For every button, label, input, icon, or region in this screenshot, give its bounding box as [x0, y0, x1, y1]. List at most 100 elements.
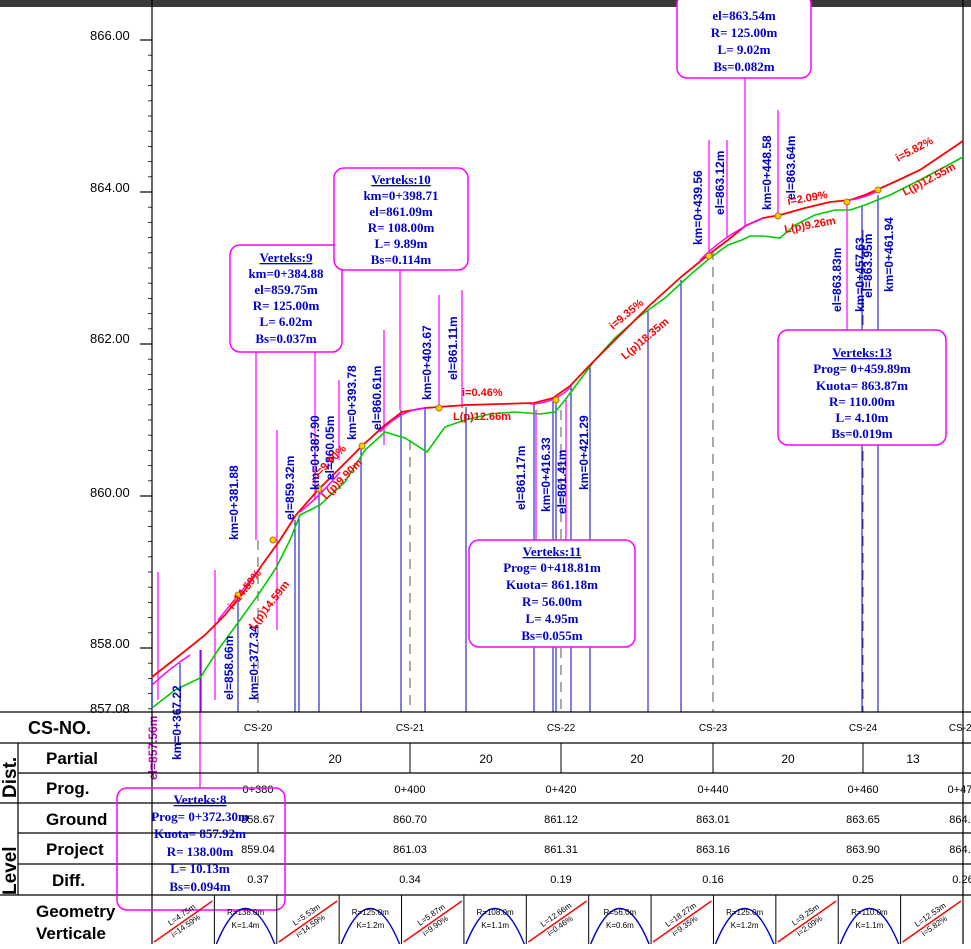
curve-k-label: K=1.1m	[481, 921, 509, 930]
station-label: km=0+448.58	[760, 135, 774, 210]
vertex-box-title: Verteks:11	[523, 544, 582, 559]
vertex-point	[269, 536, 277, 544]
curve-radius-label: R=110.0m	[851, 908, 888, 917]
station-label: km=0+377.34	[247, 625, 261, 700]
vertex-box-line: R= 125.00m	[711, 25, 778, 40]
curve-k-label: K=0.6m	[606, 921, 634, 930]
vertex-point	[705, 252, 713, 260]
vertex-point	[843, 198, 851, 206]
station-label: el=861.11m	[446, 316, 460, 380]
leader-lines	[157, 78, 848, 788]
vertex-box-line: L= 10.13m	[170, 861, 230, 876]
vertex-box-frame	[116, 787, 286, 911]
vertex-box-title: Verteks:8	[174, 792, 227, 807]
station-label: km=0+387.90	[308, 415, 322, 490]
ground-line	[151, 156, 964, 709]
partial-ticks	[257, 743, 864, 773]
diff-cell: 0.25	[852, 874, 873, 886]
prog-cell: 0+380	[243, 784, 274, 796]
grade-segment	[403, 900, 463, 943]
vertex-box-13: Verteks:13 Prog= 0+459.89m Kuota= 863.87…	[777, 329, 947, 446]
prog-cell: 0+460	[848, 784, 879, 796]
diff-cell: 0.34	[399, 874, 420, 886]
station-label: km=0+381.88	[227, 465, 241, 540]
vertex-point	[552, 396, 560, 404]
station-label: el=863.83m	[830, 248, 844, 312]
vertex-point	[234, 591, 242, 599]
vertex-box-line: Prog= 0+459.89m	[813, 361, 911, 376]
vertical-curve-arc	[714, 907, 775, 945]
vertex-box-9: Verteks:9 km=0+384.88 el=859.75m R= 125.…	[229, 244, 343, 353]
vertex-box-line: Kuota= 857.92m	[154, 826, 246, 841]
vertex-point	[774, 212, 782, 220]
vertex-box-line: L= 9.89m	[375, 236, 428, 251]
grade-label: L(p)12.55m	[901, 161, 958, 199]
station-label: el=863.12m	[713, 151, 727, 215]
cs-no-cell: CS-22	[547, 723, 576, 734]
vertex-box-line: Bs=0.114m	[371, 252, 432, 267]
ground-cell: 860.70	[393, 814, 427, 826]
vertex-box-line: R= 125.00m	[253, 298, 320, 313]
row-label-ground: Ground	[46, 810, 107, 829]
vertex-box-line: L= 4.10m	[836, 410, 889, 425]
station-label: el=857.56m	[146, 716, 160, 780]
vertex-box-title: Verteks:10	[371, 172, 430, 187]
station-label: el=860.05m	[323, 416, 337, 480]
grade-label: i=14.59%	[226, 567, 264, 611]
station-label: el=863.64m	[784, 136, 798, 200]
vertex-box-line: km=0+398.71	[363, 188, 438, 203]
vertical-curve-arc	[839, 907, 900, 945]
row-label-cs: CS-NO.	[28, 718, 91, 738]
vertical-curve-arc	[215, 907, 276, 945]
project-cell: 859.04	[241, 844, 275, 856]
grade-label: i=0.46%	[462, 387, 503, 399]
partial-cell: 20	[328, 752, 342, 766]
curve-radius-label: R=108.0m	[477, 908, 514, 917]
vertex-box-line: Prog= 0+418.81m	[503, 560, 601, 575]
project-cell: 861.03	[393, 844, 427, 856]
partial-cell: 20	[781, 752, 795, 766]
curve-radius-label: R=125.0m	[726, 908, 763, 917]
grade-segment	[902, 900, 962, 943]
vertex-box-line: R= 108.00m	[368, 220, 435, 235]
vertex-box-line: R= 110.00m	[829, 394, 895, 409]
diff-cell: 0.16	[702, 874, 723, 886]
curve-segment	[151, 654, 191, 686]
vertex-box-line: el=863.54m	[712, 8, 776, 23]
vertex-box-line: R= 138.00m	[167, 844, 234, 859]
grade-label: L(p)18.35m	[619, 316, 671, 363]
cross-section-dashed-lines	[257, 230, 864, 712]
curve-radius-label: R=56.0m	[604, 908, 637, 917]
grade-label: L(p)12.66m	[453, 411, 511, 423]
vertex-box-line: el=859.75m	[254, 282, 318, 297]
station-label: km=0+421.29	[577, 415, 591, 490]
vertex-box-line: L= 4.95m	[526, 611, 579, 626]
curve-k-label: K=1.2m	[356, 921, 384, 930]
grade-segment	[652, 900, 712, 943]
y-tick-label: 862.00	[90, 331, 130, 346]
station-label: el=860.61m	[370, 366, 384, 430]
station-label: el=858.66m	[222, 636, 236, 700]
project-cell: 863.16	[696, 844, 730, 856]
vertex-box-line: Bs=0.094m	[169, 879, 230, 894]
y-tick-label: 864.00	[90, 180, 130, 195]
group-label-level: Level	[0, 846, 21, 895]
vertex-box-line: Prog= 0+372.30m	[151, 809, 249, 824]
vertex-box-12: el=863.54m R= 125.00m L= 9.02m Bs=0.082m	[676, 0, 812, 79]
vertex-box-line: R= 56.00m	[522, 594, 582, 609]
station-label: km=0+403.67	[420, 325, 434, 400]
vertex-box-line: L= 6.02m	[260, 314, 313, 329]
row-label-partial: Partial	[46, 749, 98, 768]
row-label-verticale: Verticale	[36, 924, 106, 943]
background-photo-strip	[0, 0, 971, 7]
curve-segment	[299, 471, 341, 513]
station-label: km=0+439.56	[691, 170, 705, 245]
project-cell: 861.31	[544, 844, 578, 856]
partial-cell: 20	[630, 752, 644, 766]
project-cell: 863.90	[846, 844, 880, 856]
station-label: el=863.95m	[861, 234, 875, 298]
y-axis: 866.00 864.00 862.00 860.00 858.00 857.0…	[90, 0, 964, 716]
station-label: km=0+416.33	[539, 437, 553, 512]
